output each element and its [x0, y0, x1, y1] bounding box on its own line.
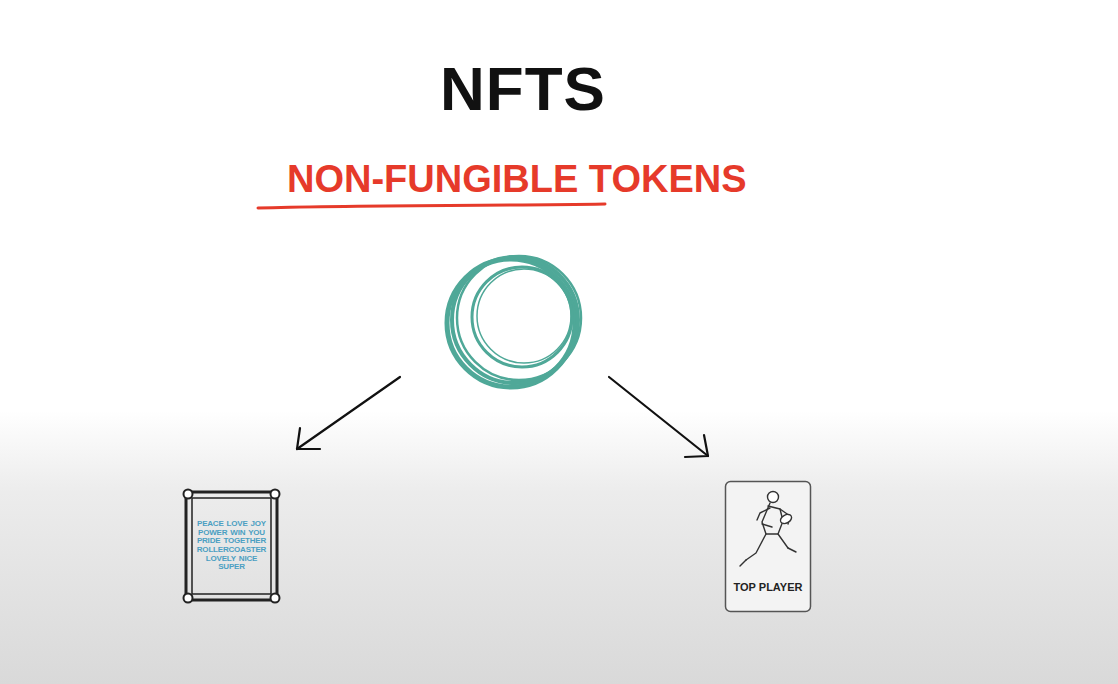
title: NFTS	[440, 58, 606, 120]
word-art: PEACE LOVE JOY POWER WIN YOU PRIDE TOGET…	[196, 520, 267, 572]
trading-card: TOP PLAYER	[726, 482, 810, 611]
player-sketch	[740, 492, 796, 567]
coin-icon	[447, 256, 581, 387]
card-title: TOP PLAYER	[734, 582, 803, 593]
arrow	[297, 377, 708, 457]
picture-frame	[184, 490, 280, 603]
picture-frame: PEACE LOVE JOY POWER WIN YOU PRIDE TOGET…	[194, 500, 269, 592]
subtitle: NON-FUNGIBLE TOKENS	[287, 160, 747, 198]
trading-card	[726, 482, 811, 612]
underline	[258, 204, 605, 208]
